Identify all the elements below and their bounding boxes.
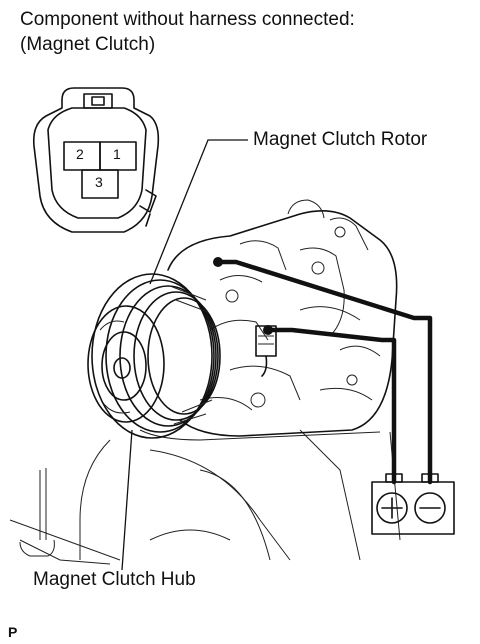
magnet-clutch-hub-label: Magnet Clutch Hub [33, 569, 196, 590]
plus-terminal-icon [376, 492, 408, 524]
pin-label-1: 1 [113, 146, 121, 162]
positive-test-lead [265, 327, 397, 485]
hub-leader-line [121, 429, 133, 571]
diagram-title-line-1: Component without harness connected: [20, 9, 355, 30]
illustration-code: P [8, 624, 18, 640]
magnet-clutch-hub [87, 305, 165, 423]
rotor-leader-line [149, 139, 248, 285]
ground-test-lead [215, 259, 433, 485]
battery [371, 473, 455, 535]
pin-label-2: 2 [76, 146, 84, 162]
magnet-clutch-rotor-label: Magnet Clutch Rotor [253, 129, 428, 150]
diagram-title-line-2: (Magnet Clutch) [20, 34, 156, 55]
pin-cavity-3 [81, 169, 119, 199]
connector-terminal-clip [263, 325, 273, 335]
body-ground-clip [213, 257, 223, 267]
compressor-body [167, 199, 398, 437]
connector-face [32, 87, 160, 233]
pin-label-3: 3 [95, 174, 103, 190]
magnet-clutch-rotor [91, 273, 221, 439]
minus-terminal-icon [414, 492, 446, 524]
mounting-bracket [9, 429, 401, 565]
